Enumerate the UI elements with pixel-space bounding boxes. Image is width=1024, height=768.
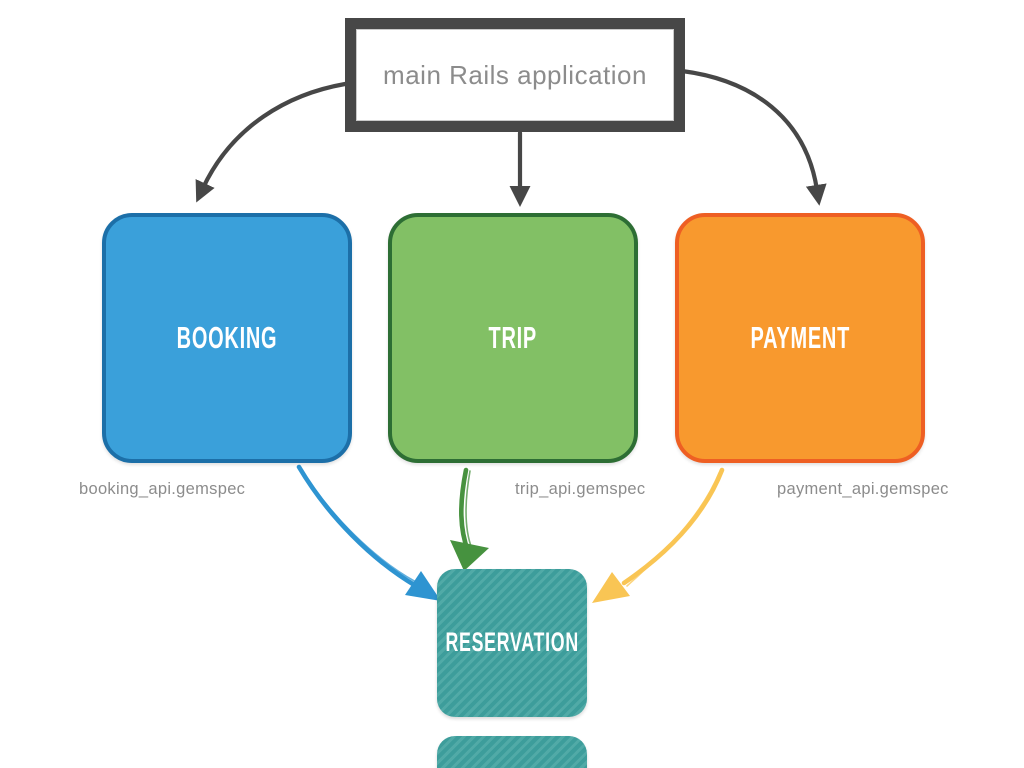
booking-gemspec-caption: booking_api.gemspec (79, 480, 246, 498)
payment-box: PAYMENT (675, 213, 925, 463)
reservation-label: RESERVATION (445, 627, 579, 658)
payment-label: PAYMENT (750, 320, 850, 355)
reservation-box: RESERVATION (437, 569, 587, 717)
arrow-main-to-payment (679, 68, 827, 206)
main-rails-application-box: main Rails application (345, 18, 685, 132)
trip-label: TRIP (488, 320, 538, 355)
reservation-gemspec-caption: reservation_logic.gemspec (437, 736, 587, 768)
arrow-booking-to-reservation (296, 464, 441, 601)
arrow-main-to-booking (195, 81, 348, 203)
trip-gemspec-caption: trip_api.gemspec (515, 480, 646, 498)
booking-box: BOOKING (102, 213, 352, 463)
main-rails-application-label: main Rails application (383, 59, 647, 90)
booking-label: BOOKING (176, 320, 278, 355)
payment-gemspec-caption: payment_api.gemspec (777, 480, 949, 498)
arrow-trip-to-reservation (450, 467, 489, 571)
trip-box: TRIP (388, 213, 638, 463)
